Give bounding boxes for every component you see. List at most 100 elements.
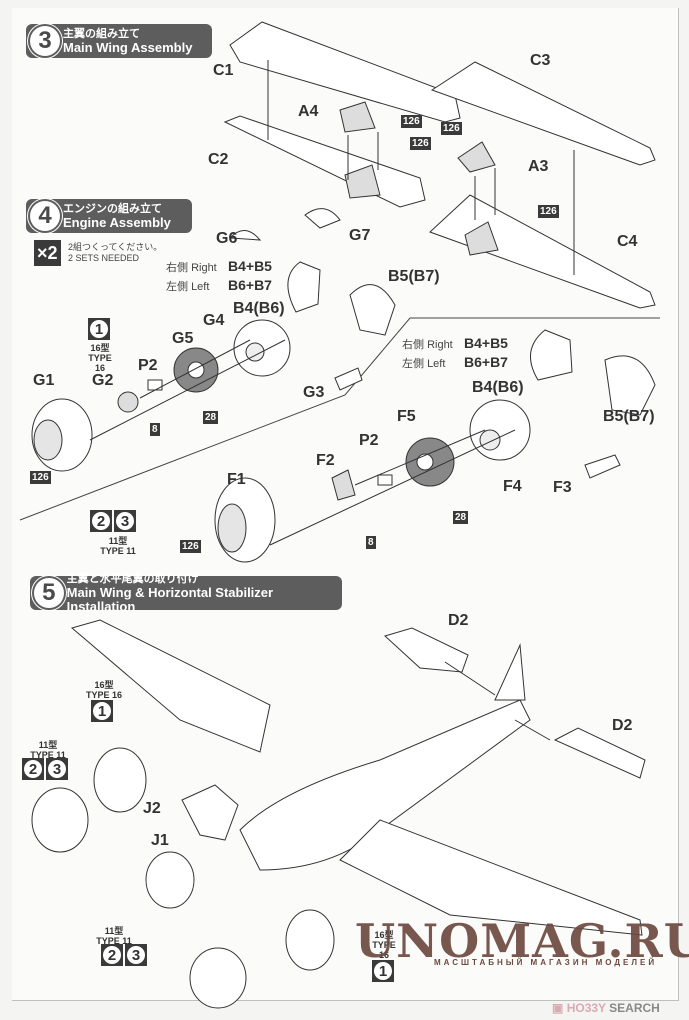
- b5b7-lower: [604, 355, 656, 416]
- step-title-jp: 主翼の組み立て: [63, 27, 140, 40]
- part-label-g7: G7: [349, 227, 371, 244]
- paint-code-badge: 126: [180, 540, 201, 553]
- part-label-g6: G6: [216, 230, 238, 247]
- main-wing-left: [70, 619, 271, 753]
- engine-type16-left: [93, 747, 147, 813]
- part-label-c3: C3: [530, 52, 551, 69]
- part-label-j1: J1: [151, 832, 169, 849]
- part-label-b5b7: B5(B7): [388, 268, 440, 285]
- cover-j2: [181, 784, 239, 841]
- engine-type11-left: [31, 787, 89, 853]
- paint-code-badge: 126: [30, 471, 51, 484]
- type-3-icon-step5: 3: [46, 758, 68, 780]
- paint-code-badge: 126: [538, 205, 559, 218]
- type-16-icon-bottom: 1: [372, 960, 394, 982]
- part-label-p2-lower: P2: [359, 432, 379, 449]
- f3: [584, 454, 621, 479]
- type-2-icon-bottom: 2: [101, 944, 123, 966]
- shaft-p2b: [377, 474, 393, 486]
- part-label-p2: P2: [138, 357, 158, 374]
- g3: [334, 367, 363, 391]
- part-label-f5: F5: [397, 408, 416, 425]
- watermark-subtitle: МАСШТАБНЫЙ МАГАЗИН МОДЕЛЕЙ: [434, 958, 658, 967]
- wing-c2: [223, 115, 426, 208]
- hobby-search-logo-icon: ▣: [552, 1001, 564, 1015]
- part-label-g1: G1: [33, 372, 55, 389]
- paint-code-badge: 126: [441, 122, 462, 135]
- type-3-icon: 3: [114, 510, 136, 532]
- paint-code-badge: 28: [453, 511, 469, 524]
- vertical-tail: [494, 643, 526, 701]
- paint-code-badge: 126: [410, 137, 431, 150]
- type-3-icon-bottom: 3: [125, 944, 147, 966]
- paint-code-badge: 126: [401, 115, 422, 128]
- stabilizer-d2-top: [384, 627, 469, 673]
- part-label-c4: C4: [617, 233, 638, 250]
- part-label-b4b6-lower: B4(B6): [472, 379, 524, 396]
- part-label-f1: F1: [227, 471, 246, 488]
- step-title-en: Main Wing & Horizontal Stabilizer Instal…: [66, 585, 274, 614]
- divider-line: [19, 317, 660, 521]
- part-label-j2: J2: [143, 800, 161, 817]
- part-label-f2: F2: [316, 452, 335, 469]
- type-16-icon-step5: 1: [91, 700, 113, 722]
- wing-c3: [430, 61, 656, 166]
- part-label-c1: C1: [213, 62, 234, 79]
- part-label-g3: G3: [303, 384, 325, 401]
- paint-code-badge: 8: [150, 423, 160, 436]
- step-number: 5: [34, 578, 64, 608]
- engine-type16-right: [285, 909, 335, 971]
- fairing-c4: [464, 221, 499, 256]
- part-label-b4b6: B4(B6): [233, 300, 285, 317]
- fairing-a4: [339, 101, 376, 133]
- part-label-f4: F4: [503, 478, 522, 495]
- shaft-p2: [147, 379, 163, 391]
- part-label-a4: A4: [298, 103, 319, 120]
- part-label-d2-top: D2: [448, 612, 469, 629]
- spinner-g2: [117, 391, 139, 413]
- fairing-a3: [457, 141, 496, 173]
- fuselage: [239, 699, 531, 871]
- type-2-icon: 2: [90, 510, 112, 532]
- paint-code-badge: 28: [203, 411, 219, 424]
- g6: [228, 230, 262, 241]
- nose-j1: [145, 851, 195, 909]
- g7: [304, 208, 341, 229]
- b4b6: [287, 261, 321, 313]
- engine-type11-right: [189, 947, 247, 1009]
- step-number: 3: [30, 26, 60, 56]
- spinner-f2: [331, 469, 356, 501]
- fairing-c2: [344, 164, 381, 199]
- step-title-en: Engine Assembly: [63, 215, 171, 230]
- step-number: 4: [30, 201, 60, 231]
- b4b6-lower: [530, 329, 573, 381]
- wing-c1: [229, 21, 461, 123]
- type-16-icon: 1: [88, 318, 110, 340]
- hobby-search-credit: ▣ HO33Y SEARCH: [552, 1001, 660, 1015]
- part-label-b5b7-lower: B5(B7): [603, 408, 655, 425]
- part-label-a3: A3: [528, 158, 549, 175]
- paint-code-badge: 8: [366, 536, 376, 549]
- step-title-jp: 主翼と水平尾翼の取り付け: [66, 572, 199, 585]
- step-title-jp: エンジンの組み立て: [63, 202, 162, 215]
- type-2-icon-step5: 2: [22, 758, 44, 780]
- main-wing-right: [339, 819, 643, 936]
- part-label-d2-bottom: D2: [612, 717, 633, 734]
- part-label-g4: G4: [203, 312, 225, 329]
- part-label-g5: G5: [172, 330, 194, 347]
- b5b7: [349, 284, 396, 336]
- step-title-en: Main Wing Assembly: [63, 40, 193, 55]
- mount-f4: [469, 399, 531, 461]
- stabilizer-d2-bottom: [553, 727, 646, 779]
